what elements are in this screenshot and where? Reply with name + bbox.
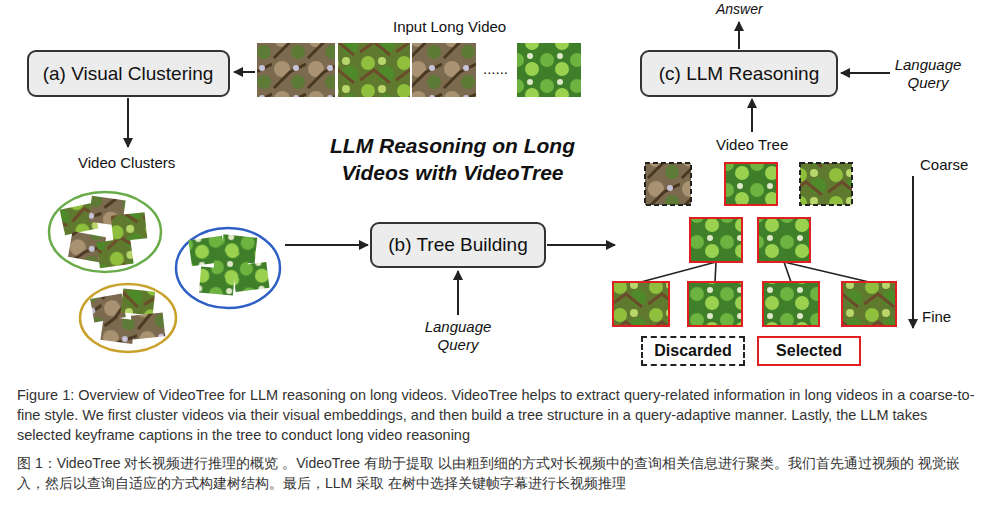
input-label: Language Query bbox=[886, 56, 970, 92]
flow-arrows bbox=[127, 98, 129, 147]
video-cluster-ellipses bbox=[80, 284, 176, 352]
legend-item: Selected bbox=[757, 336, 861, 366]
video-cluster-ellipses bbox=[111, 212, 148, 241]
video-tree-frames bbox=[800, 163, 852, 205]
flow-arrows bbox=[738, 22, 740, 49]
flow-arrows bbox=[751, 99, 753, 132]
video-cluster-ellipses bbox=[49, 192, 161, 272]
video-tree-frames bbox=[758, 218, 810, 262]
video-tree-frames bbox=[613, 163, 896, 326]
video-cluster-ellipses bbox=[96, 238, 133, 268]
process-box: (c) LLM Reasoning bbox=[640, 50, 838, 97]
caption-chinese: 图 1：VideoTree 对长视频进行推理的概览 。VideoTree 有助于… bbox=[17, 453, 977, 493]
tree-branches bbox=[784, 262, 869, 282]
flow-arrows bbox=[841, 72, 890, 74]
video-tree-frames bbox=[842, 282, 896, 326]
flow-arrows bbox=[234, 71, 255, 73]
figure-caption: Figure 1: Overview of VideoTree for LLM … bbox=[17, 385, 977, 445]
input-video-frames bbox=[412, 43, 476, 97]
tree-branches bbox=[715, 262, 716, 282]
video-tree-frames bbox=[645, 163, 691, 205]
axis-label: Fine bbox=[922, 308, 951, 326]
flow-arrows bbox=[128, 22, 913, 328]
flow-arrows bbox=[912, 176, 914, 328]
video-tree-frames bbox=[688, 282, 742, 326]
input-label: Language Query bbox=[416, 318, 500, 354]
input-video-frames bbox=[338, 43, 410, 97]
tree-branches bbox=[784, 262, 791, 282]
video-cluster-ellipses bbox=[131, 312, 165, 339]
section-label: Video Clusters bbox=[78, 154, 175, 172]
input-video-frames bbox=[257, 43, 581, 97]
video-tree-frames bbox=[725, 163, 777, 205]
section-label: Input Long Video bbox=[393, 18, 506, 36]
tree-branches bbox=[641, 262, 869, 282]
legend-item: Discarded bbox=[641, 336, 745, 366]
box-label: (b) Tree Building bbox=[388, 234, 527, 256]
input-video-frames bbox=[517, 43, 581, 97]
box-label: (a) Visual Clustering bbox=[43, 63, 214, 85]
figure-title: LLM Reasoning on Long Videos with VideoT… bbox=[310, 132, 595, 186]
tree-branches bbox=[641, 262, 716, 282]
section-label: Video Tree bbox=[716, 136, 788, 154]
video-cluster-ellipses bbox=[176, 228, 280, 308]
video-cluster-ellipses bbox=[121, 288, 155, 315]
process-box: (b) Tree Building bbox=[370, 222, 546, 268]
input-video-frames bbox=[257, 43, 335, 97]
video-cluster-ellipses bbox=[49, 192, 280, 352]
video-tree-frames bbox=[613, 282, 669, 326]
video-tree-frames bbox=[763, 282, 819, 326]
video-cluster-ellipses bbox=[213, 251, 248, 279]
axis-label: Coarse bbox=[920, 156, 968, 174]
output-label: Answer bbox=[716, 1, 763, 18]
flow-arrows bbox=[547, 244, 615, 246]
video-cluster-ellipses bbox=[100, 316, 135, 344]
ellipsis-mark: ...... bbox=[483, 60, 508, 78]
legend-label: Selected bbox=[776, 342, 842, 360]
box-label: (c) LLM Reasoning bbox=[659, 63, 820, 85]
legend-label: Discarded bbox=[654, 342, 731, 360]
process-box: (a) Visual Clustering bbox=[27, 50, 230, 97]
flow-arrows bbox=[457, 271, 459, 315]
video-tree-frames bbox=[690, 218, 742, 262]
flow-arrows bbox=[285, 244, 368, 246]
